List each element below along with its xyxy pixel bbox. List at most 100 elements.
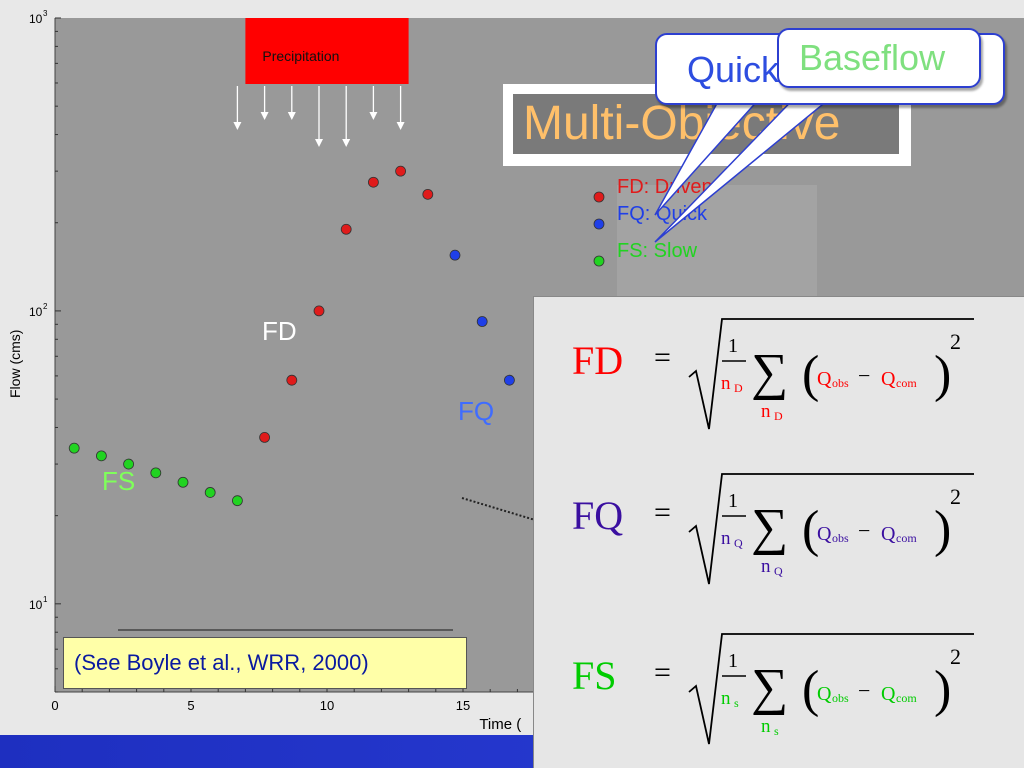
q-com-sub: com: [896, 531, 917, 545]
precipitation-label: Precipitation: [262, 48, 339, 64]
y-tick-label: 10: [29, 598, 43, 612]
fraction-denominator-sub: D: [734, 381, 743, 395]
q-obs-sub: obs: [832, 691, 849, 705]
open-paren: (: [802, 346, 819, 403]
data-point: [259, 431, 271, 443]
sqrt-sign: [688, 633, 974, 745]
y-tick-exponent: 1: [43, 595, 48, 604]
citation-box: (See Boyle et al., WRR, 2000): [63, 637, 467, 689]
close-paren: ): [934, 501, 951, 558]
x-axis-label: Time (: [479, 716, 521, 733]
data-point: [422, 188, 434, 200]
equation-label: FS: [572, 653, 617, 698]
series-annotation: FD: [262, 316, 297, 346]
exponent: 2: [950, 484, 961, 509]
summation-sign: ∑: [751, 659, 788, 716]
q-com-sub: com: [896, 691, 917, 705]
summation-sign: ∑: [751, 499, 788, 556]
precipitation-arrowhead: [396, 122, 405, 130]
equals-sign: =: [654, 341, 671, 374]
data-point: [286, 374, 298, 386]
y-tick-label: 10: [29, 12, 43, 26]
data-point: [177, 476, 189, 488]
y-tick-exponent: 2: [43, 302, 48, 311]
minus-sign: −: [858, 363, 870, 388]
equals-sign: =: [654, 656, 671, 689]
summation-index-sub: s: [774, 724, 779, 738]
q-obs-sub: obs: [832, 376, 849, 390]
data-point: [367, 176, 379, 188]
q-obs: Q: [817, 523, 832, 545]
summation-index: n: [761, 556, 771, 577]
legend-label: FD: Driven: [617, 176, 713, 198]
y-axis-label: Flow (cms): [7, 330, 23, 398]
q-com: Q: [881, 523, 896, 545]
data-point: [150, 467, 162, 479]
sqrt-sign: [688, 318, 974, 430]
legend-marker: [593, 218, 605, 230]
equals-sign: =: [654, 496, 671, 529]
x-tick-label: 10: [320, 698, 334, 713]
data-point: [449, 249, 461, 261]
q-obs: Q: [817, 683, 832, 705]
close-paren: ): [934, 346, 951, 403]
equation-label: FQ: [572, 493, 624, 538]
precipitation-arrowhead: [287, 112, 296, 120]
dotted-segment: [461, 497, 536, 521]
legend-label: FQ: Quick: [617, 203, 708, 225]
fraction-denominator-sub: s: [734, 696, 739, 710]
open-paren: (: [802, 501, 819, 558]
exponent: 2: [950, 644, 961, 669]
q-obs: Q: [817, 368, 832, 390]
fraction-numerator: 1: [728, 335, 738, 357]
data-point: [503, 374, 515, 386]
fraction-numerator: 1: [728, 490, 738, 512]
q-obs-sub: obs: [832, 531, 849, 545]
data-point: [68, 442, 80, 454]
x-tick-label: 15: [456, 698, 470, 713]
q-com: Q: [881, 368, 896, 390]
data-point: [204, 487, 216, 498]
data-point: [313, 305, 325, 317]
precipitation-arrowhead: [233, 122, 242, 130]
fraction-denominator: n: [721, 373, 731, 394]
series-annotation: FQ: [458, 396, 494, 426]
y-tick-label: 10: [29, 305, 43, 319]
q-com: Q: [881, 683, 896, 705]
data-point: [395, 165, 407, 177]
data-point: [476, 316, 488, 327]
baseflow-callout: Baseflow: [777, 28, 981, 88]
data-point: [231, 495, 243, 507]
summation-sign: ∑: [751, 344, 788, 401]
series-annotation: FS: [102, 466, 135, 496]
legend-marker: [593, 191, 605, 203]
legend-marker: [593, 255, 605, 267]
fraction-denominator: n: [721, 688, 731, 709]
quick-callout-text: Quick: [687, 49, 780, 90]
summation-index-sub: Q: [774, 564, 783, 578]
precipitation-arrowhead: [260, 112, 269, 120]
summation-index: n: [761, 401, 771, 422]
summation-index-sub: D: [774, 409, 783, 423]
sqrt-sign: [688, 473, 974, 585]
precipitation-arrowhead: [342, 139, 351, 147]
exponent: 2: [950, 329, 961, 354]
precipitation-arrowhead: [315, 139, 323, 147]
minus-sign: −: [858, 678, 870, 703]
precipitation-bar: [245, 18, 409, 84]
x-tick-label: 0: [51, 698, 58, 713]
data-point: [340, 223, 352, 235]
precipitation-arrowhead: [369, 112, 378, 120]
x-tick-label: 5: [187, 698, 194, 713]
baseflow-callout-text: Baseflow: [799, 37, 946, 78]
y-tick-exponent: 3: [43, 9, 48, 18]
open-paren: (: [802, 661, 819, 718]
legend-label: FS: Slow: [617, 240, 698, 262]
